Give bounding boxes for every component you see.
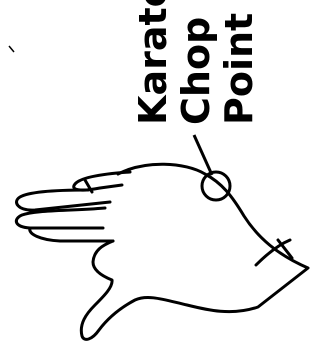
label-line-1: Karate [131,0,175,125]
finger-bottom [30,228,113,241]
karate-chop-point-label: Karate Chop Point [131,0,261,125]
label-line-3: Point [217,13,261,125]
hand-outline [81,164,308,339]
finger-top [74,172,130,190]
label-line-2: Chop [174,17,218,125]
palm-crease [256,240,290,265]
stray-mark [9,46,14,52]
finger-second [16,190,110,210]
hand-side-view-icon [16,164,308,339]
